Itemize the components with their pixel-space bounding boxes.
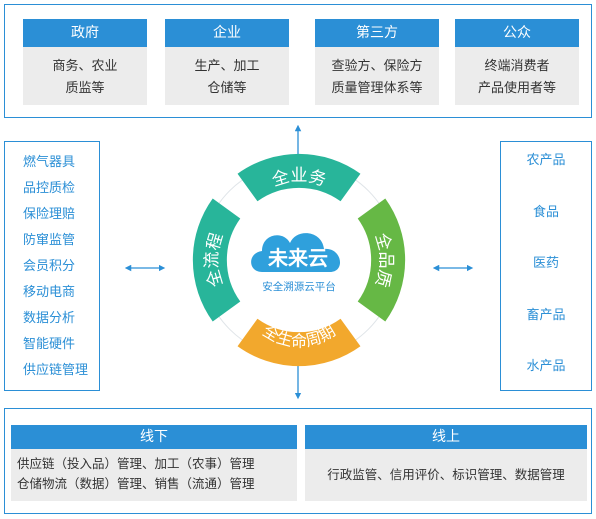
- group-line: 生产、加工: [194, 59, 260, 74]
- offline-content: 供应链（投入品）管理、加工（农事）管理 仓储物流（数据）管理、销售（流通）管理: [11, 449, 297, 501]
- service-item: 移动电商: [23, 285, 76, 300]
- segment-left: [192, 198, 241, 322]
- service-item: 保险理赔: [23, 207, 76, 222]
- product-item: 水产品: [526, 359, 566, 374]
- group-title: 公众: [455, 19, 579, 47]
- group-title: 企业: [165, 19, 289, 47]
- segment-top: [237, 153, 361, 202]
- services-panel: 燃气器具 品控质检 保险理赔 防窜监管 会员积分 移动电商 数据分析 智能硬件 …: [4, 141, 100, 391]
- product-item: 食品: [532, 204, 559, 220]
- service-item: 供应链管理: [23, 363, 89, 378]
- cloud-icon: [251, 233, 341, 272]
- offline-title: 线下: [11, 425, 297, 449]
- group-card-enterprise: 企业 生产、加工 仓储等: [165, 19, 289, 105]
- platform-diagram: 全业务 全生命周期 全流程 全品质 未来云 安全溯源云平台: [124, 124, 474, 400]
- group-line: 产品使用者等: [477, 81, 556, 96]
- channels-panel: 线下 供应链（投入品）管理、加工（农事）管理 仓储物流（数据）管理、销售（流通）…: [4, 408, 592, 514]
- group-title: 第三方: [315, 19, 439, 47]
- online-content: 行政监管、信用评价、标识管理、数据管理: [305, 449, 587, 501]
- stakeholder-panel: 政府 商务、农业 质监等 企业 生产、加工 仓储等 第三方 查验方、保险方 质量…: [4, 4, 592, 118]
- product-item: 畜产品: [526, 307, 566, 323]
- service-item: 会员积分: [23, 259, 76, 274]
- product-item: 农产品: [526, 153, 566, 168]
- platform-subtitle: 安全溯源云平台: [262, 280, 336, 293]
- online-title: 线上: [305, 425, 587, 449]
- offline-line: 供应链（投入品）管理、加工（农事）管理: [17, 456, 255, 471]
- segment-right: [357, 198, 406, 322]
- offline-line: 仓储物流（数据）管理、销售（流通）管理: [17, 476, 255, 491]
- segment-bottom: [237, 318, 361, 367]
- group-line: 商务、农业: [52, 59, 118, 74]
- group-line: 仓储等: [207, 81, 247, 96]
- group-line: 终端消费者: [484, 59, 550, 74]
- group-line: 查验方、保险方: [331, 59, 423, 74]
- group-card-public: 公众 终端消费者 产品使用者等: [455, 19, 579, 105]
- group-card-third-party: 第三方 查验方、保险方 质量管理体系等: [315, 19, 439, 105]
- service-item: 品控质检: [23, 181, 76, 196]
- service-item: 防窜监管: [23, 233, 76, 248]
- group-line: 质量管理体系等: [331, 81, 423, 96]
- products-panel: 农产品 食品 医药 畜产品 水产品: [500, 141, 592, 391]
- service-item: 数据分析: [23, 311, 76, 326]
- group-line: 质监等: [65, 81, 105, 96]
- service-item: 智能硬件: [23, 337, 76, 352]
- service-item: 燃气器具: [23, 155, 76, 170]
- group-card-government: 政府 商务、农业 质监等: [23, 19, 147, 105]
- logo-text: 未来云: [268, 246, 328, 270]
- product-item: 医药: [532, 256, 559, 271]
- group-title: 政府: [23, 19, 147, 47]
